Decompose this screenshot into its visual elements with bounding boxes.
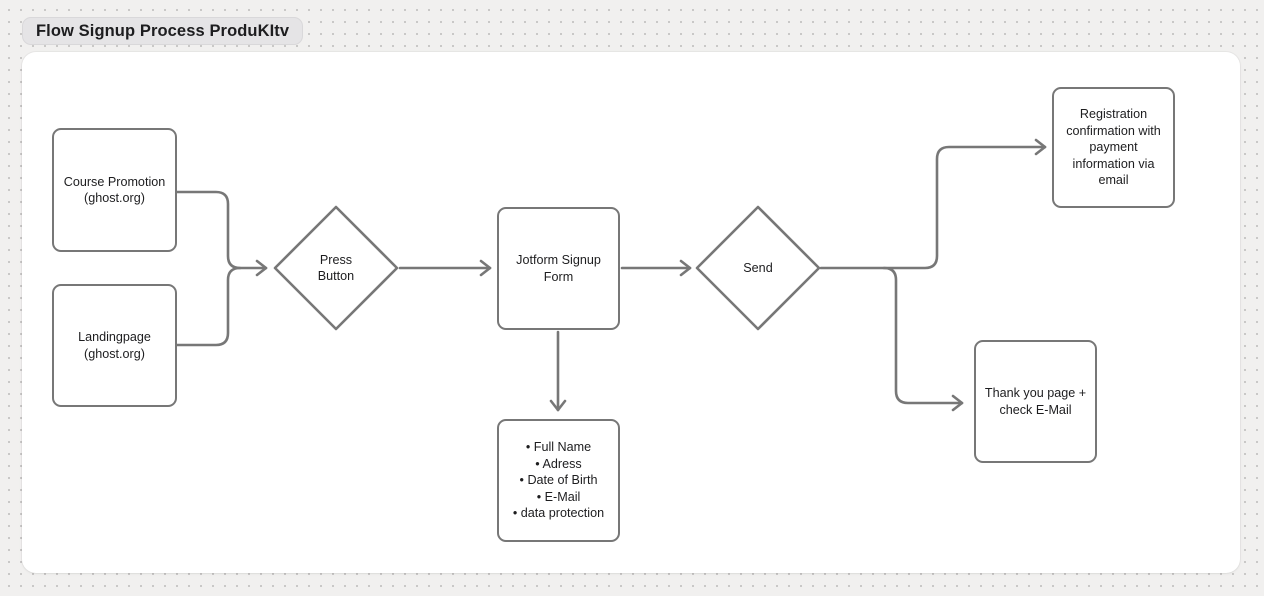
edge-course-promotion-to-press-button[interactable]	[175, 190, 268, 270]
form-field-item: Date of Birth	[520, 472, 597, 489]
edge-press-button-to-jotform[interactable]	[398, 259, 492, 277]
node-course-promotion-label: Course Promotion (ghost.org)	[63, 174, 166, 206]
node-registration-confirmation[interactable]: Registration confirmation with payment i…	[1052, 87, 1175, 208]
node-landingpage[interactable]: Landingpage (ghost.org)	[52, 284, 177, 407]
frame-title[interactable]: Flow Signup Process ProduKItv	[22, 17, 304, 45]
edge-jotform-to-form-fields[interactable]	[549, 330, 567, 412]
node-form-fields[interactable]: Full Name Adress Date of Birth E-Mail da…	[497, 419, 620, 542]
node-jotform[interactable]: Jotform Signup Form	[497, 207, 620, 330]
node-registration-confirmation-label: Registration confirmation with payment i…	[1066, 107, 1161, 188]
form-fields-list: Full Name Adress Date of Birth E-Mail da…	[513, 439, 604, 522]
node-thank-you-label: Thank you page + check E-Mail	[984, 386, 1087, 417]
form-field-item: Full Name	[526, 439, 591, 456]
node-press-button-label-box: Press Button	[301, 248, 371, 288]
edge-send-to-thank-you[interactable]	[882, 266, 964, 412]
node-press-button[interactable]	[273, 205, 399, 331]
node-jotform-label: Jotform Signup Form	[516, 253, 601, 284]
node-course-promotion[interactable]: Course Promotion (ghost.org)	[52, 128, 177, 252]
frame-canvas[interactable]	[22, 52, 1240, 573]
node-send[interactable]	[695, 205, 821, 331]
form-field-item: E-Mail	[537, 489, 581, 506]
node-thank-you[interactable]: Thank you page + check E-Mail	[974, 340, 1097, 463]
form-field-item: data protection	[513, 505, 604, 522]
node-send-label-box: Send	[723, 248, 793, 288]
edge-send-to-registration-confirmation[interactable]	[819, 138, 1047, 270]
form-field-item: Adress	[535, 456, 582, 473]
frame-title-label: Flow Signup Process ProduKItv	[36, 21, 290, 40]
node-landingpage-label: Landingpage (ghost.org)	[78, 330, 151, 361]
node-press-button-label: Press Button	[317, 252, 355, 284]
edge-jotform-to-send[interactable]	[620, 259, 692, 277]
edge-landingpage-to-press-button[interactable]	[175, 259, 268, 347]
node-send-label: Send	[743, 260, 773, 275]
